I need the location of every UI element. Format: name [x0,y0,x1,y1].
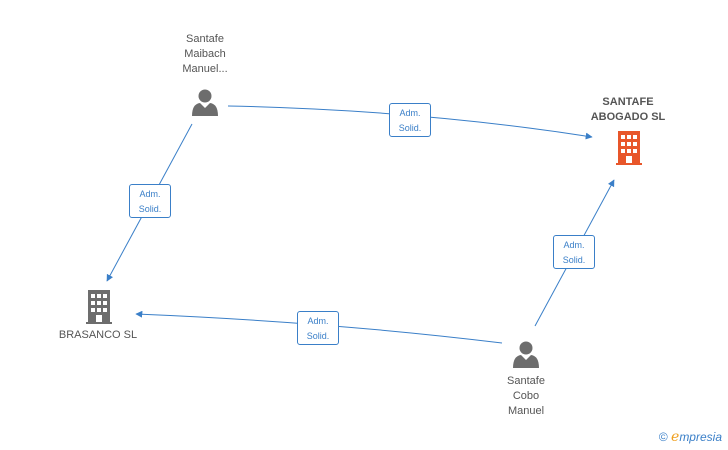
edge-label-cobo-brasanco[interactable]: Adm. Solid. [297,311,339,345]
person-icon[interactable] [192,89,218,117]
building-icon[interactable] [86,290,112,324]
brand-logo-initial: e [671,429,680,445]
edge-label-line2: Solid. [562,255,586,265]
edge-label-line1: Adm. [307,316,329,326]
copyright-symbol: © [658,430,668,444]
node-label-santafe-abogado[interactable]: SANTAFE ABOGADO SL [590,96,666,123]
node-label-brasanco[interactable]: BRASANCO SL [58,329,138,341]
brand-logo-text: mpresia [679,430,722,444]
node-label-cobo[interactable]: Santafe Cobo Manuel [507,375,545,417]
edge-label-line1: Adm. [399,108,421,118]
edge-label-maibach-santafe-abogado[interactable]: Adm. Solid. [389,103,431,137]
edge-label-line2: Solid. [398,123,422,133]
edge-label-line2: Solid. [138,204,162,214]
building-icon[interactable] [616,131,642,165]
edge-label-line1: Adm. [139,189,161,199]
edge-label-line1: Adm. [563,240,585,250]
node-label-maibach[interactable]: Santafe Maibach Manuel... [182,33,228,75]
edge-label-cobo-santafe-abogado[interactable]: Adm. Solid. [553,235,595,269]
edge-label-maibach-brasanco[interactable]: Adm. Solid. [129,184,171,218]
edge-label-line2: Solid. [306,331,330,341]
person-icon[interactable] [513,341,539,369]
empresia-watermark: © empresia [659,429,722,445]
